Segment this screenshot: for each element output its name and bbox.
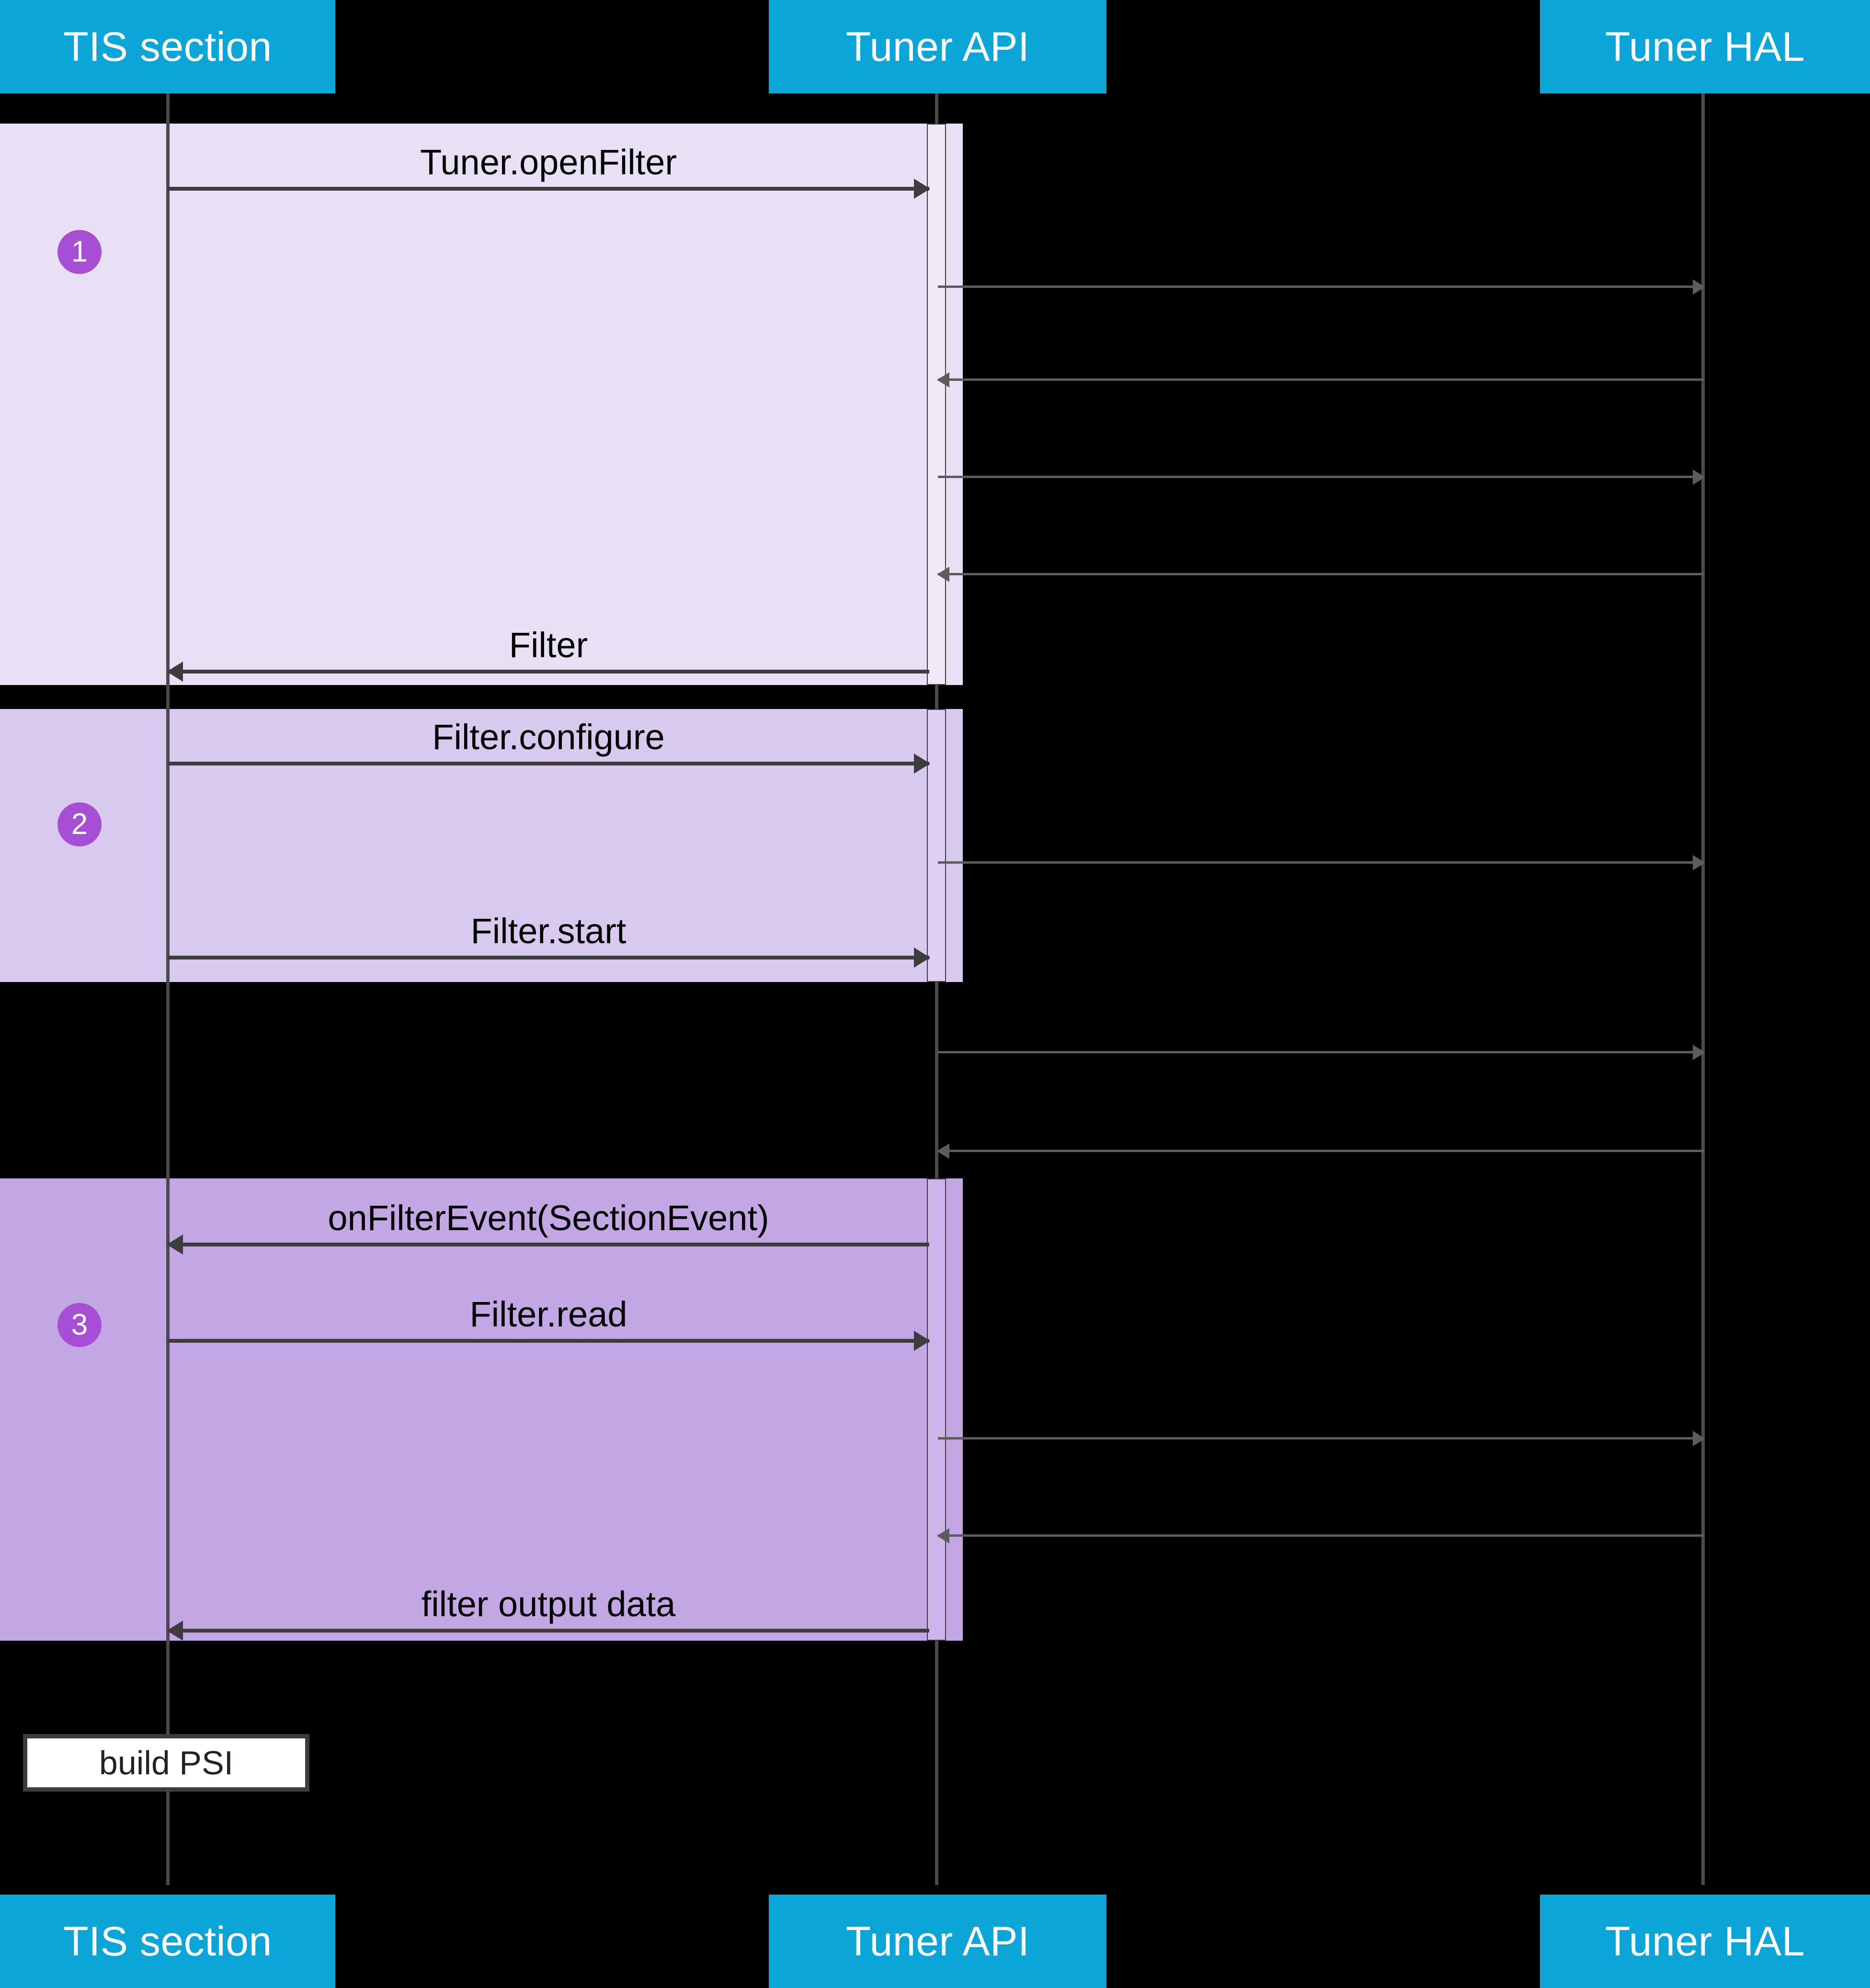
arrowhead-left-icon bbox=[937, 372, 949, 388]
participant-label: Tuner HAL bbox=[1605, 23, 1805, 70]
message-line bbox=[938, 861, 1704, 864]
step-badge-number: 3 bbox=[71, 1308, 88, 1341]
message-line bbox=[938, 1534, 1704, 1537]
step-badge-3: 3 bbox=[57, 1303, 102, 1347]
arrowhead-left-icon bbox=[937, 1143, 949, 1159]
lifeline-tis-section bbox=[166, 93, 170, 1885]
message-line bbox=[938, 573, 1704, 575]
message-line bbox=[168, 956, 929, 960]
participant-tuner-api-bottom[interactable]: Tuner API bbox=[769, 1895, 1106, 1988]
band-3-right-mask bbox=[963, 1178, 1870, 1641]
participant-tuner-hal-bottom[interactable]: Tuner HAL bbox=[1540, 1895, 1870, 1988]
message-line bbox=[168, 1339, 929, 1343]
lifeline-tuner-hal bbox=[1701, 93, 1705, 1885]
band-1-right-mask bbox=[963, 124, 1870, 685]
step-badge-2: 2 bbox=[57, 802, 102, 846]
activation-bar-tuner-api-3 bbox=[927, 1178, 946, 1641]
participant-tuner-api-top[interactable]: Tuner API bbox=[769, 0, 1106, 93]
arrowhead-right-icon bbox=[914, 179, 930, 199]
message-line bbox=[938, 378, 1704, 381]
activation-bar-tuner-api-2 bbox=[927, 709, 946, 982]
participant-label: Tuner API bbox=[845, 1918, 1030, 1965]
arrowhead-right-icon bbox=[1693, 1431, 1705, 1446]
message-label: Filter.configure bbox=[432, 717, 665, 757]
note-label: build PSI bbox=[99, 1744, 234, 1782]
message-line bbox=[168, 1243, 929, 1246]
participant-label: TIS section bbox=[63, 1918, 272, 1965]
step-badge-number: 2 bbox=[71, 808, 88, 841]
participant-tis-section-top[interactable]: TIS section bbox=[0, 0, 335, 93]
message-line bbox=[938, 1437, 1704, 1440]
message-line bbox=[938, 1051, 1704, 1053]
arrowhead-left-icon bbox=[167, 1621, 183, 1641]
message-label: Filter bbox=[509, 625, 588, 665]
message-label: onFilterEvent(SectionEvent) bbox=[328, 1198, 769, 1238]
arrowhead-left-icon bbox=[167, 1234, 183, 1255]
participant-label: Tuner API bbox=[845, 23, 1030, 70]
message-line bbox=[168, 670, 929, 674]
participant-label: Tuner HAL bbox=[1605, 1918, 1805, 1965]
arrowhead-right-icon bbox=[1693, 469, 1705, 485]
arrowhead-left-icon bbox=[937, 567, 949, 582]
lifeline-tuner-api bbox=[935, 93, 938, 1885]
arrowhead-right-icon bbox=[914, 1331, 930, 1351]
arrowhead-right-icon bbox=[914, 754, 930, 774]
band-2-right-mask bbox=[963, 709, 1870, 982]
message-line bbox=[938, 476, 1704, 478]
arrowhead-left-icon bbox=[937, 1528, 949, 1543]
arrowhead-right-icon bbox=[1693, 1045, 1705, 1060]
arrowhead-right-icon bbox=[1693, 855, 1705, 870]
activation-bar-tuner-api-1 bbox=[927, 124, 946, 685]
message-label: Filter.read bbox=[469, 1294, 627, 1334]
step-badge-1: 1 bbox=[57, 230, 102, 274]
arrowhead-left-icon bbox=[167, 662, 183, 682]
arrowhead-right-icon bbox=[1693, 279, 1705, 295]
note-build-psi: build PSI bbox=[23, 1734, 309, 1792]
message-line bbox=[168, 1629, 929, 1633]
arrowhead-right-icon bbox=[914, 948, 930, 968]
message-label: filter output data bbox=[421, 1584, 676, 1624]
message-label: Tuner.openFilter bbox=[420, 142, 677, 182]
participant-label: TIS section bbox=[63, 23, 272, 70]
message-line bbox=[168, 762, 929, 765]
message-line bbox=[938, 1150, 1704, 1152]
message-line bbox=[168, 187, 929, 191]
message-line bbox=[938, 286, 1704, 288]
step-badge-number: 1 bbox=[71, 235, 88, 268]
participant-tis-section-bottom[interactable]: TIS section bbox=[0, 1895, 335, 1988]
participant-tuner-hal-top[interactable]: Tuner HAL bbox=[1540, 0, 1870, 93]
message-label: Filter.start bbox=[470, 911, 627, 951]
